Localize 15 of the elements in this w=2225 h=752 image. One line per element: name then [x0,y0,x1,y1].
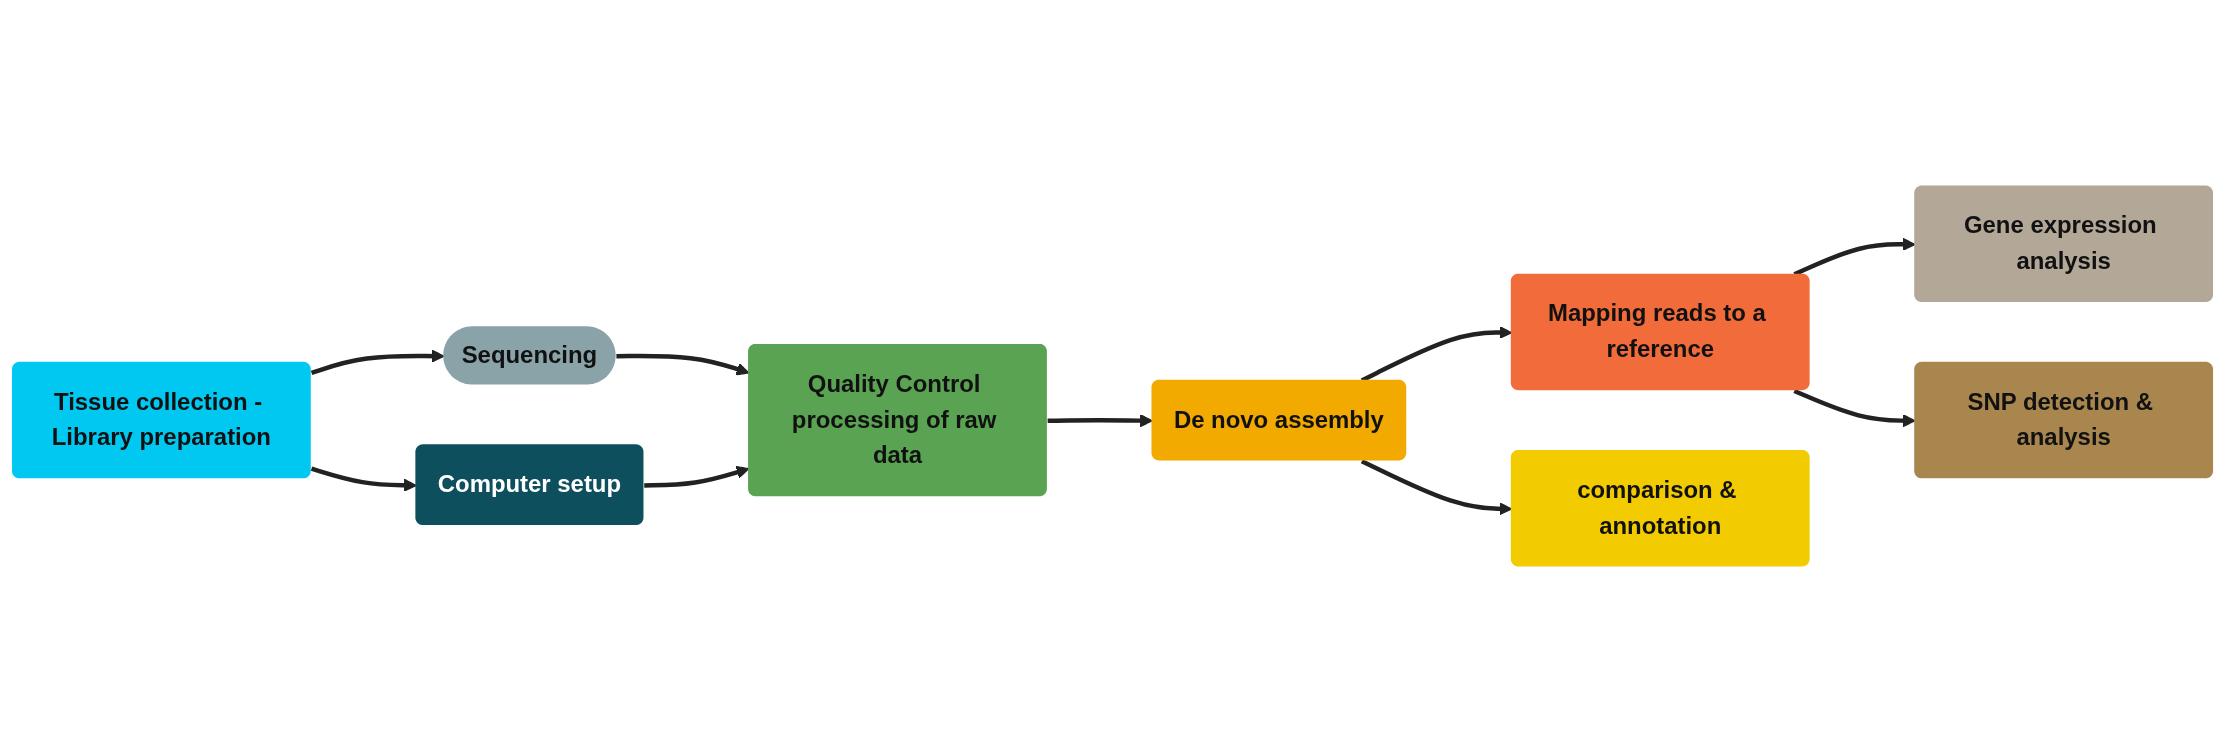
node-box: SNP detection & analysis [1914,361,2214,479]
node-box: De novo assembly [1151,379,1407,461]
arrow [1047,414,1153,428]
node-box: Tissue collection - Library preparation [11,361,311,479]
arrow [310,349,445,376]
node-box: Computer setup [415,444,644,526]
node-box: Mapping reads to a reference [1510,273,1810,391]
arrow [644,465,750,488]
arrow [310,466,417,492]
node-box: Quality Control processing of raw data [748,343,1047,497]
arrow [1793,388,1916,428]
node-box: Sequencing [443,326,616,385]
node-box: comparison & annotation [1510,449,1810,567]
node-box: Gene expression analysis [1914,185,2214,303]
arrow [616,353,750,376]
